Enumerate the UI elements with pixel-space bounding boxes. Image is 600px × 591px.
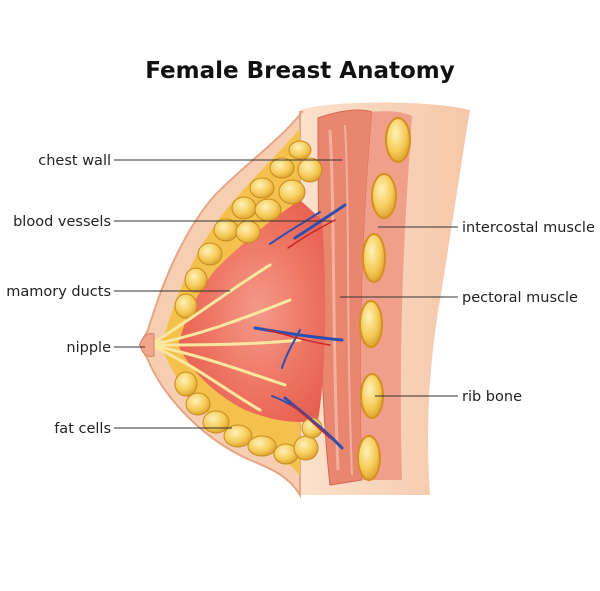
label-chest-wall: chest wall — [38, 153, 111, 169]
glandular-tissue — [178, 200, 326, 422]
label-fat-cells: fat cells — [54, 421, 111, 437]
rib-bones — [357, 117, 411, 481]
mammary-ducts — [148, 263, 302, 412]
blood-vessels-middle — [253, 326, 344, 369]
fat-cells-lobules — [174, 140, 323, 465]
blood-vessels-lower — [271, 395, 344, 450]
blood-vessels-upper — [269, 203, 347, 249]
label-intercostal-muscle: intercostal muscle — [462, 220, 595, 236]
nipple-shape — [139, 333, 155, 357]
label-rib-bone: rib bone — [462, 389, 522, 405]
label-blood-vessels: blood vessels — [13, 214, 111, 230]
label-pectoral-muscle: pectoral muscle — [462, 290, 578, 306]
page-title: Female Breast Anatomy — [145, 58, 455, 84]
label-mammary-ducts: mamory ducts — [6, 284, 111, 300]
label-nipple: nipple — [66, 340, 111, 356]
